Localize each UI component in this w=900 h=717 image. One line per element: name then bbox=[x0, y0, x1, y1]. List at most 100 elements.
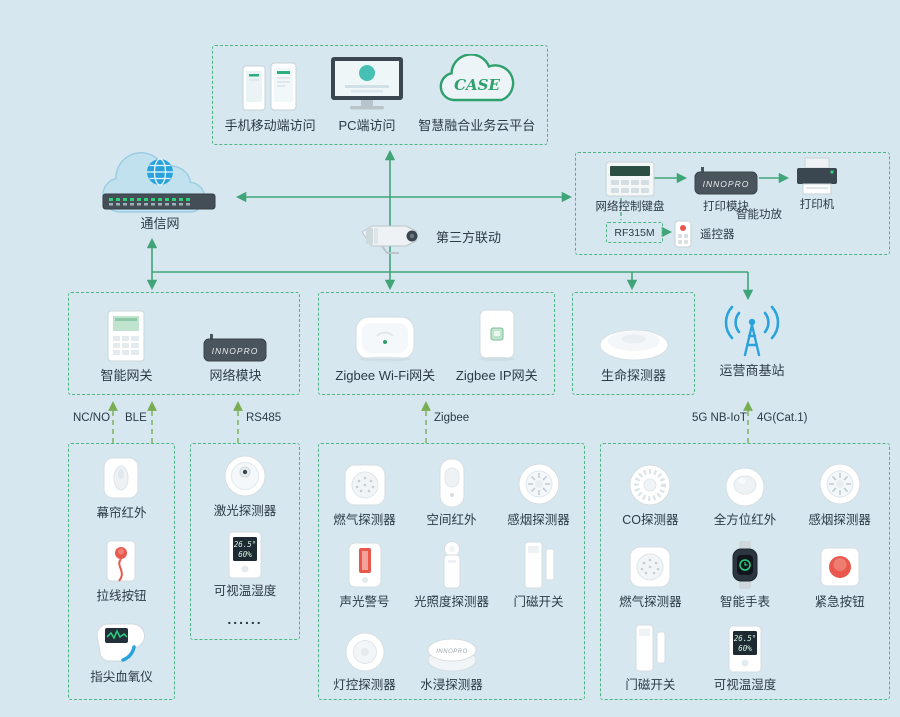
more-devices-label: ...... bbox=[227, 611, 263, 628]
curtain-ir-label: 幕帘红外 bbox=[96, 506, 147, 521]
zigbee-wifi-gateway-node: Zigbee Wi-Fi网关 bbox=[335, 314, 435, 384]
zigbee-wifi-gateway-label: Zigbee Wi-Fi网关 bbox=[335, 368, 436, 384]
remote-node bbox=[672, 220, 694, 248]
protocol-ble-label: BLE bbox=[125, 412, 147, 424]
control-keyboard-node: 网络控制键盘 bbox=[586, 161, 674, 214]
protocol-ncno-label: NC/NO bbox=[73, 412, 111, 424]
gas-detector-label: 燃气探测器 bbox=[333, 512, 396, 527]
more-devices-node: ...... bbox=[227, 611, 262, 630]
cloud-platform-node: CASE 智慧融合业务云平台 bbox=[418, 54, 535, 134]
smoke-detector-label: 感烟探测器 bbox=[808, 512, 871, 527]
door-contact-node: 门磁开关 bbox=[603, 613, 698, 695]
empty-cell bbox=[495, 613, 582, 695]
protocol-zigbee-label: Zigbee bbox=[434, 412, 470, 424]
network-module-node: INNOPRO 网络模块 bbox=[203, 334, 267, 384]
network-module-icon: INNOPRO bbox=[203, 334, 267, 362]
protocol-cat1-label: 4G(Cat.1) bbox=[757, 412, 808, 424]
zigbee-ip-gateway-icon bbox=[472, 308, 522, 362]
network-cloud-icon bbox=[85, 146, 235, 234]
smart-gateway-icon bbox=[104, 310, 148, 362]
zigbee-sensor-group: 燃气探测器 空间红外 感烟探测器 声光警号 光照度探测器 门磁开关 bbox=[318, 443, 585, 700]
panic-button-icon bbox=[817, 544, 863, 590]
pc-access-label: PC端访问 bbox=[338, 118, 396, 134]
svg-text:60%: 60% bbox=[238, 550, 252, 559]
empty-cell bbox=[792, 613, 887, 695]
smart-gateway-label: 智能网关 bbox=[100, 368, 153, 384]
smart-gateway-node: 智能网关 bbox=[100, 310, 153, 384]
cellular-sensor-group: CO探测器 全方位红外 感烟探测器 燃气探测器 智能手表 紧急按钮 bbox=[600, 443, 890, 700]
zigbee-gateway-group: Zigbee Wi-Fi网关 Zigbee IP网关 bbox=[318, 292, 555, 395]
desktop-monitor-icon bbox=[327, 56, 407, 112]
gas-detector-node: 燃气探测器 bbox=[603, 530, 698, 612]
mobile-access-label: 手机移动端访问 bbox=[224, 118, 316, 134]
base-station-node: 运营商基站 bbox=[712, 303, 792, 379]
smoke-detector-label: 感烟探测器 bbox=[507, 512, 570, 527]
omni-ir-label: 全方位红外 bbox=[713, 512, 777, 527]
gas-detector-icon bbox=[627, 544, 673, 590]
smoke-detector-node: 感烟探测器 bbox=[792, 448, 887, 530]
third-party-node: 第三方联动 bbox=[358, 218, 501, 258]
co-detector-icon bbox=[627, 462, 673, 508]
light-control-node: 灯控探测器 bbox=[321, 613, 408, 695]
smoke-detector-node: 感烟探测器 bbox=[495, 448, 582, 530]
camera-icon bbox=[358, 218, 424, 258]
space-ir-node: 空间红外 bbox=[408, 448, 495, 530]
smart-amplifier-label: 智能功放 bbox=[736, 209, 782, 221]
omni-ir-node: 全方位红外 bbox=[698, 448, 793, 530]
smoke-detector-icon bbox=[514, 462, 564, 508]
light-control-icon bbox=[340, 631, 390, 673]
comm-network-label: 通信网 bbox=[140, 216, 180, 231]
remote-control-icon bbox=[672, 220, 694, 248]
zigbee-ip-gateway-node: Zigbee IP网关 bbox=[456, 308, 538, 384]
oximeter-label: 指尖血氧仪 bbox=[90, 670, 153, 685]
omni-ir-icon bbox=[722, 466, 768, 508]
door-contact-icon bbox=[629, 623, 671, 673]
oximeter-node: 指尖血氧仪 bbox=[90, 621, 153, 687]
zigbee-ip-gateway-label: Zigbee IP网关 bbox=[455, 368, 538, 384]
mobile-phones-icon bbox=[239, 62, 301, 112]
siren-icon bbox=[346, 540, 384, 590]
third-party-label: 第三方联动 bbox=[436, 229, 502, 245]
temp-humidity-display-icon: 26.5°60% bbox=[724, 625, 766, 673]
svg-text:INNOPRO: INNOPRO bbox=[703, 179, 750, 189]
temp-humidity-node: 26.5°60% 可视温湿度 bbox=[213, 531, 277, 601]
print-module-label: 打印模块 bbox=[703, 201, 749, 213]
svg-text:INNOPRO: INNOPRO bbox=[212, 346, 259, 356]
rs485-sensor-group: 激光探测器 26.5°60% 可视温湿度 ...... bbox=[190, 443, 300, 640]
laser-detector-icon bbox=[222, 453, 268, 499]
door-contact-label: 门磁开关 bbox=[625, 677, 676, 692]
life-detector-node: 生命探测器 bbox=[596, 324, 672, 384]
curtain-ir-node: 幕帘红外 bbox=[96, 455, 147, 523]
protocol-nbiot-label: 5G NB-IoT bbox=[692, 412, 747, 424]
panic-button-label: 紧急按钮 bbox=[814, 595, 865, 610]
cloud-platform-label: 智慧融合业务云平台 bbox=[418, 118, 536, 134]
peripheral-devices-group: 网络控制键盘 INNOPRO 打印模块 打印机 智能功放 RF315M 遥控器 bbox=[575, 152, 890, 255]
light-control-label: 灯控探测器 bbox=[333, 677, 396, 692]
laser-detector-label: 激光探测器 bbox=[213, 503, 277, 518]
light-sensor-label: 光照度探测器 bbox=[413, 595, 489, 610]
smoke-detector-icon bbox=[815, 462, 865, 508]
cloud-access-group: 手机移动端访问 PC端访问 CASE 智慧融合业务云平台 bbox=[212, 45, 548, 145]
smart-watch-label: 智能手表 bbox=[719, 595, 770, 610]
water-leak-node: INNOPRO 水浸探测器 bbox=[408, 613, 495, 695]
door-contact-icon bbox=[518, 540, 560, 590]
co-detector-label: CO探测器 bbox=[622, 512, 679, 527]
water-leak-label: 水浸探测器 bbox=[420, 677, 483, 692]
rf-module-node: RF315M bbox=[606, 222, 663, 243]
door-contact-label: 门磁开关 bbox=[513, 595, 564, 610]
print-module-node: INNOPRO 打印模块 bbox=[693, 167, 759, 214]
svg-text:INNOPRO: INNOPRO bbox=[436, 649, 468, 655]
svg-text:26.5°: 26.5° bbox=[234, 540, 257, 549]
base-station-label: 运营商基站 bbox=[719, 363, 785, 378]
printer-node: 打印机 bbox=[791, 157, 843, 212]
light-sensor-icon bbox=[437, 540, 467, 590]
panic-button-node: 紧急按钮 bbox=[792, 530, 887, 612]
temp-humidity-label: 可视温湿度 bbox=[213, 583, 277, 598]
life-detector-group: 生命探测器 bbox=[572, 292, 695, 395]
control-keyboard-icon bbox=[605, 161, 655, 197]
life-detector-icon bbox=[596, 324, 672, 362]
space-ir-label: 空间红外 bbox=[426, 512, 477, 527]
temp-humidity-label: 可视温湿度 bbox=[713, 677, 777, 692]
